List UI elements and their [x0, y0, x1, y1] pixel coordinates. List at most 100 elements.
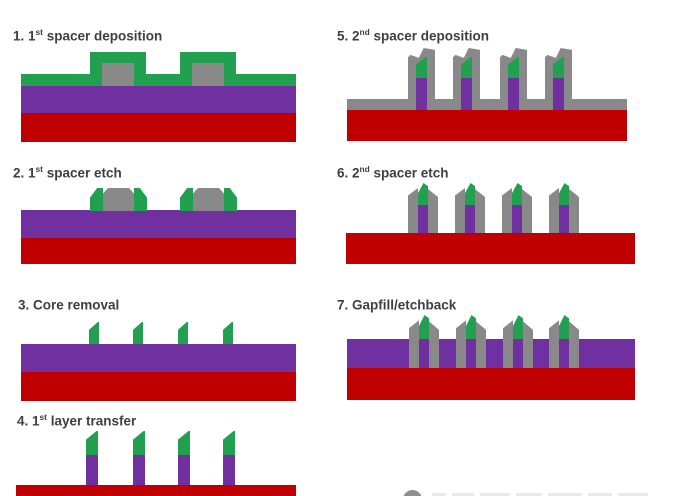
- step-5-title-pre: 5. 2: [337, 28, 360, 44]
- spacer-fin: [133, 322, 143, 344]
- pillar-cap: [512, 183, 522, 205]
- step-1-title: 1. 1st spacer deposition: [13, 27, 162, 44]
- pillar-cap: [513, 315, 523, 339]
- step-4-title-pre: 4. 1: [17, 413, 40, 429]
- core-block: [192, 63, 224, 86]
- step-6-diagram: [346, 183, 635, 264]
- core-block: [103, 188, 134, 211]
- transfer-layer: [21, 210, 296, 238]
- cropped-logo-text-fragment: [480, 493, 510, 496]
- pillar-body: [461, 78, 472, 110]
- step-4-title-sup: st: [39, 412, 47, 422]
- step-6-title-post: spacer etch: [369, 165, 449, 181]
- spacer2-right: [475, 189, 485, 233]
- spacer-fin: [178, 322, 188, 344]
- pillar-body: [223, 455, 235, 485]
- step-4-title-post: layer transfer: [46, 413, 137, 429]
- substrate-layer: [21, 238, 296, 264]
- step-4-diagram: [16, 431, 296, 496]
- step-1-title-sup: st: [35, 27, 43, 37]
- step-6-title: 6. 2nd spacer etch: [337, 164, 449, 181]
- substrate-layer: [16, 485, 296, 496]
- spacer-fin: [223, 322, 233, 344]
- pillar-cap: [466, 315, 476, 339]
- pillar-cap: [559, 315, 569, 339]
- pillar-body: [178, 455, 190, 485]
- spacer-left: [90, 188, 103, 211]
- pillar-cap: [133, 431, 145, 455]
- cropped-logo-text-fragment: [588, 493, 612, 496]
- spacer2-right: [569, 189, 579, 233]
- step-6-title-sup: nd: [359, 164, 370, 174]
- step-1-title-post: spacer deposition: [42, 28, 163, 44]
- step-2-title-sup: st: [35, 164, 43, 174]
- pillar-body: [465, 205, 475, 233]
- spacer2-right: [429, 321, 439, 368]
- spacer-right: [224, 188, 237, 211]
- pillar-cap: [418, 183, 428, 205]
- step-1-diagram: [21, 52, 296, 142]
- substrate-layer: [21, 372, 296, 401]
- spacer-right: [134, 188, 147, 211]
- step-7-title: 7. Gapfill/etchback: [337, 296, 456, 313]
- cropped-logo-text-fragment: [516, 493, 542, 496]
- pillar-body: [559, 205, 569, 233]
- cropped-logo-text-fragment: [618, 493, 648, 496]
- step-2-diagram: [21, 187, 296, 264]
- transfer-layer: [21, 344, 296, 372]
- step-4-title: 4. 1st layer transfer: [17, 412, 136, 429]
- step-2-title-pre: 2. 1: [13, 165, 36, 181]
- pillar-cap: [178, 431, 190, 455]
- conformal-film: [347, 99, 627, 110]
- substrate-layer: [346, 233, 635, 264]
- spacer2-left: [409, 320, 419, 368]
- step-5-title-post: spacer deposition: [369, 28, 490, 44]
- pillar-cap: [419, 315, 429, 339]
- spacer2-right: [569, 321, 579, 368]
- spacer2-left: [408, 188, 418, 233]
- step-2-title: 2. 1st spacer etch: [13, 164, 122, 181]
- pillar-cap: [416, 57, 427, 78]
- cropped-logo-icon: [403, 490, 422, 496]
- gapfill-layer: [347, 339, 635, 368]
- core-block: [193, 188, 224, 211]
- step-3-diagram: [21, 322, 296, 401]
- pillar-cap: [559, 183, 569, 205]
- spacer-fin: [89, 322, 99, 344]
- step-7-title-pre: 7. Gapfill/etchback: [337, 297, 457, 313]
- spacer2-left: [549, 320, 559, 368]
- cropped-logo-text-fragment: [452, 493, 474, 496]
- spacer2-left: [455, 188, 465, 233]
- pillar-cap: [461, 57, 472, 78]
- pillar-body: [508, 78, 519, 110]
- spacer2-left: [549, 188, 559, 233]
- spacer2-left: [503, 320, 513, 368]
- step-5-title-sup: nd: [359, 27, 370, 37]
- step-5-title: 5. 2nd spacer deposition: [337, 27, 489, 44]
- step-3-title-pre: 3. Core removal: [18, 297, 120, 313]
- core-block: [102, 63, 134, 86]
- transfer-layer: [21, 86, 296, 113]
- spacer2-right: [428, 189, 438, 233]
- pillar-body: [512, 205, 522, 233]
- step-2-title-post: spacer etch: [42, 165, 122, 181]
- step-5-diagram: [347, 48, 627, 141]
- pillar-body: [133, 455, 145, 485]
- pillar-cap: [508, 57, 519, 78]
- spacer2-right: [523, 321, 533, 368]
- cropped-logo-text-fragment: [432, 493, 446, 496]
- spacer2-right: [522, 189, 532, 233]
- step-6-title-pre: 6. 2: [337, 165, 360, 181]
- pillar-body: [418, 205, 428, 233]
- pillar-body: [416, 78, 427, 110]
- pillar-cap: [86, 431, 98, 455]
- substrate-layer: [347, 110, 627, 141]
- cropped-logo-text-fragment: [548, 493, 582, 496]
- pillar-cap: [465, 183, 475, 205]
- substrate-layer: [21, 113, 296, 142]
- pillar-body: [86, 455, 98, 485]
- step-7-diagram: [347, 315, 635, 400]
- step-3-title: 3. Core removal: [18, 296, 119, 313]
- step-1-title-pre: 1. 1: [13, 28, 36, 44]
